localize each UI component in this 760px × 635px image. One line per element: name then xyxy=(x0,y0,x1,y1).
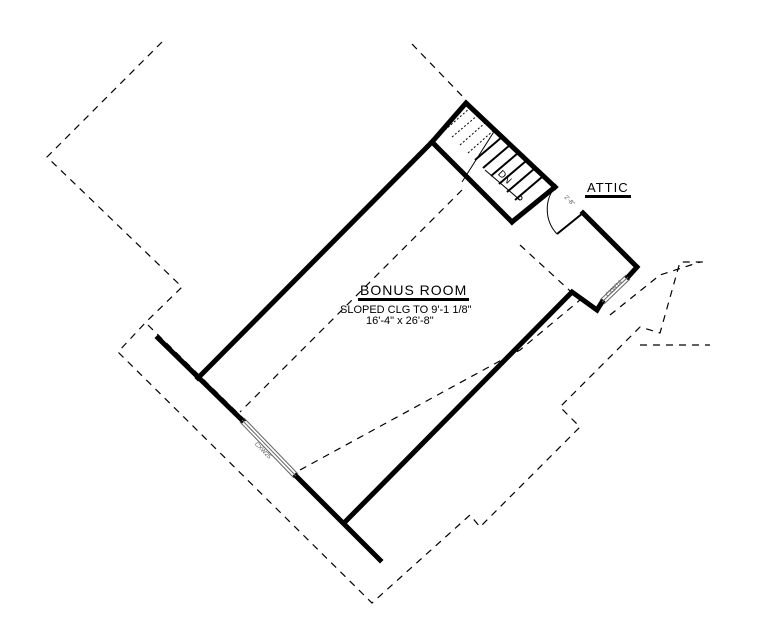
ceiling-note: SLOPED CLG TO 9'-1 1/8" xyxy=(340,304,472,316)
room-dimensions: 16'-4" x 26'-8" xyxy=(366,315,434,327)
window-cxw25 xyxy=(239,417,299,479)
room-name: BONUS ROOM xyxy=(358,283,470,301)
attic-label: ATTIC xyxy=(585,180,631,198)
stairs xyxy=(444,107,543,201)
door xyxy=(546,186,584,235)
window-cxw14 xyxy=(599,274,631,305)
walls xyxy=(154,99,641,564)
